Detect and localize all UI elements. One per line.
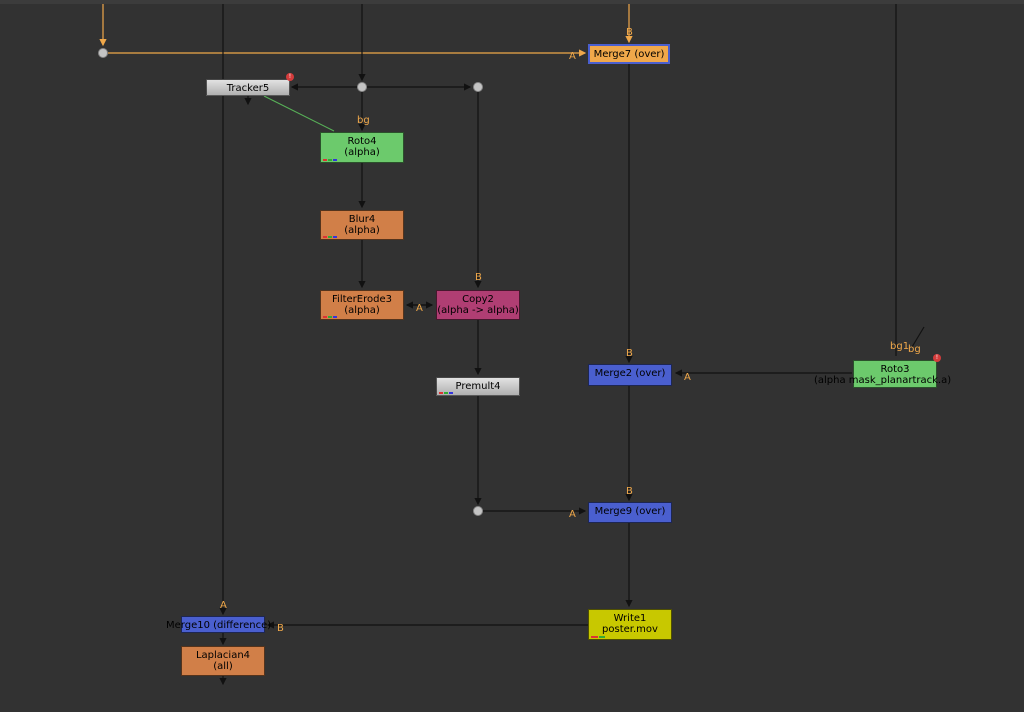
input-label-filtererode3-a: A bbox=[416, 303, 423, 314]
node-merge2-label: Merge2 (over) bbox=[594, 368, 666, 379]
input-label-merge7-b: B bbox=[626, 27, 633, 38]
node-merge7[interactable]: Merge7 (over) bbox=[588, 44, 670, 64]
input-label-merge10-a: A bbox=[220, 600, 227, 611]
input-label-copy2-b: B bbox=[475, 272, 482, 283]
dot-left[interactable] bbox=[98, 48, 108, 58]
channel-indicator-icon bbox=[323, 236, 337, 238]
input-label-roto3-bg: bg bbox=[908, 344, 921, 355]
node-roto4-sub: (alpha) bbox=[344, 147, 380, 158]
node-roto4[interactable]: Roto4 (alpha) bbox=[320, 132, 404, 163]
node-premult4[interactable]: Premult4 bbox=[436, 377, 520, 396]
top-edge bbox=[0, 0, 1024, 4]
node-filtererode3[interactable]: FilterErode3 (alpha) bbox=[320, 290, 404, 320]
node-roto3[interactable]: Roto3 (alpha mask_planartrack.a) bbox=[814, 360, 951, 388]
dot-lower[interactable] bbox=[473, 506, 483, 516]
node-laplacian4[interactable]: Laplacian4 (all) bbox=[181, 646, 265, 676]
node-tracker5-label: Tracker5 bbox=[226, 83, 270, 94]
input-label-roto4-bg: bg bbox=[357, 115, 370, 126]
node-copy2-label: Copy2 bbox=[462, 294, 494, 305]
node-laplacian4-sub: (all) bbox=[213, 661, 233, 672]
node-merge7-label: Merge7 (over) bbox=[593, 49, 665, 60]
node-merge2[interactable]: Merge2 (over) bbox=[588, 364, 672, 386]
input-label-merge2-b: B bbox=[626, 348, 633, 359]
node-blur4-sub: (alpha) bbox=[344, 225, 380, 236]
dot-right[interactable] bbox=[473, 82, 483, 92]
node-roto3-sub: (alpha mask_planartrack.a) bbox=[814, 375, 952, 386]
node-blur4-label: Blur4 bbox=[348, 214, 376, 225]
dot-center[interactable] bbox=[357, 82, 367, 92]
node-copy2-sub: (alpha -> alpha) bbox=[437, 305, 519, 316]
input-label-merge10-b: B bbox=[277, 623, 284, 634]
channel-indicator-icon bbox=[323, 159, 337, 161]
input-label-merge2-a: A bbox=[684, 372, 691, 383]
wire-roto3-bg-in bbox=[911, 326, 925, 348]
node-roto4-label: Roto4 bbox=[347, 136, 377, 147]
node-merge9-label: Merge9 (over) bbox=[594, 506, 666, 517]
node-roto3-label: Roto3 bbox=[880, 364, 910, 375]
node-blur4[interactable]: Blur4 (alpha) bbox=[320, 210, 404, 240]
node-laplacian4-label: Laplacian4 bbox=[195, 650, 251, 661]
input-label-merge7-a: A bbox=[569, 51, 576, 62]
node-merge10-label: Merge10 (difference) bbox=[166, 620, 272, 631]
input-label-merge9-b: B bbox=[626, 486, 633, 497]
node-write1-label: Write1 bbox=[613, 613, 647, 624]
node-filtererode3-sub: (alpha) bbox=[344, 305, 380, 316]
channel-indicator-icon bbox=[439, 392, 453, 394]
node-merge9[interactable]: Merge9 (over) bbox=[588, 502, 672, 523]
warning-icon: ! bbox=[933, 354, 941, 362]
node-tracker5[interactable]: Tracker5 bbox=[206, 79, 290, 96]
input-label-roto3-bg1: bg1 bbox=[890, 341, 910, 352]
input-label-merge9-a: A bbox=[569, 509, 576, 520]
node-write1[interactable]: Write1 poster.mov bbox=[588, 609, 672, 640]
channel-indicator-icon bbox=[323, 316, 337, 318]
node-merge10[interactable]: Merge10 (difference) bbox=[166, 616, 271, 633]
node-copy2[interactable]: Copy2 (alpha -> alpha) bbox=[436, 290, 520, 320]
node-premult4-label: Premult4 bbox=[455, 381, 501, 392]
channel-indicator-icon bbox=[591, 636, 605, 638]
wire-tracker-to-roto4 bbox=[263, 95, 335, 132]
node-write1-sub: poster.mov bbox=[602, 624, 658, 635]
node-filtererode3-label: FilterErode3 bbox=[332, 294, 392, 305]
warning-icon: ! bbox=[286, 73, 294, 81]
